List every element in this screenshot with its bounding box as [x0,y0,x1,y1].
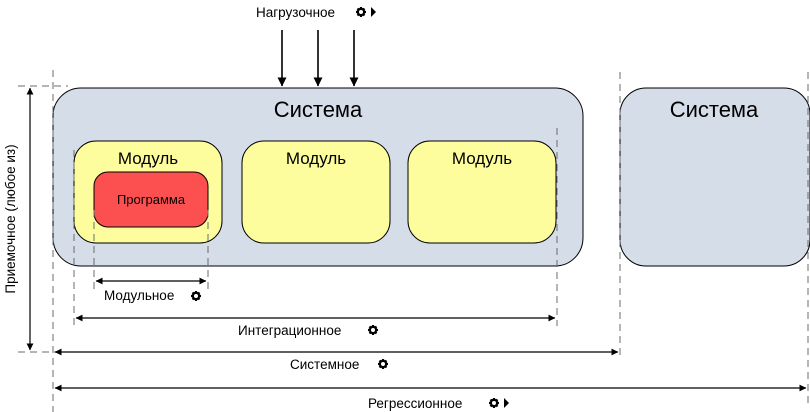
program-label: Программа [117,192,186,207]
triangle-right-icon [371,7,376,17]
system-testing-label: Системное [290,357,359,372]
integration-testing-label: Интеграционное [238,323,341,338]
load-testing-label: Нагрузочное [256,5,335,20]
system-box [619,87,810,267]
regression-testing-label: Регрессионное [368,396,462,411]
system-label: Система [670,97,759,122]
module-label: Модуль [118,149,178,168]
module-label: Модуль [286,149,346,168]
guide-lines [18,70,809,412]
triangle-right-icon [504,398,509,408]
unit-testing-label: Модульное [104,288,174,303]
gear-icon [354,5,368,19]
module-box [407,140,557,244]
gear-icon [376,357,390,371]
system-label: Система [274,97,363,122]
program-box [93,171,209,228]
acceptance-testing-label: Приемочное (любое из) [3,144,18,293]
gear-icon [366,323,380,337]
module-box [241,140,391,244]
module-label: Модуль [452,149,512,168]
gear-icon [487,396,501,410]
gear-icon [189,289,203,303]
